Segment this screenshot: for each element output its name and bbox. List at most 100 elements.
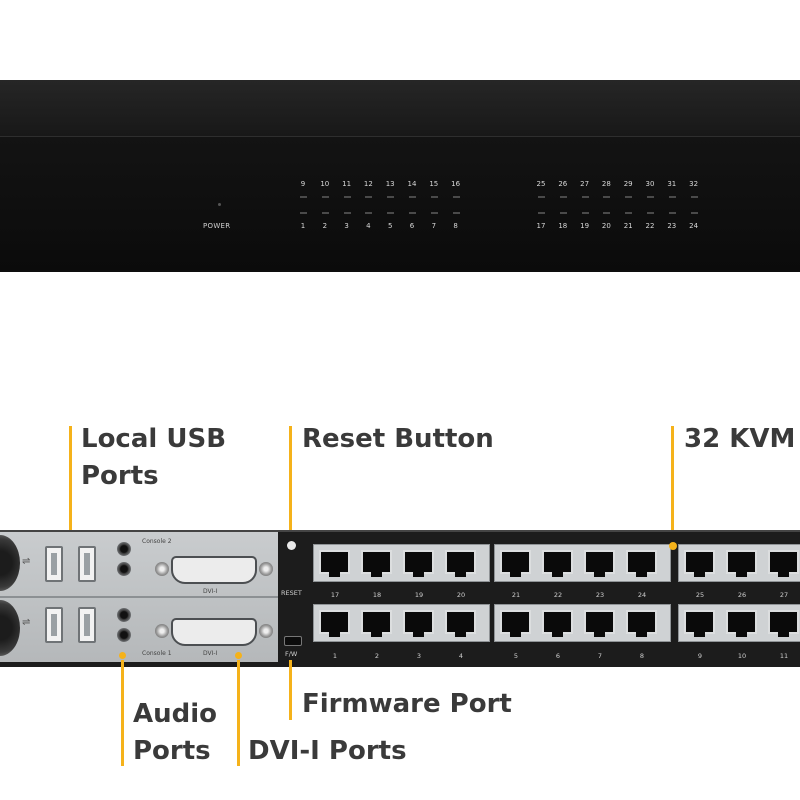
dvi-port[interactable] xyxy=(171,556,257,584)
dvi-screw xyxy=(259,624,273,638)
rj45-tab xyxy=(778,572,789,577)
audio-jack[interactable] xyxy=(117,562,131,576)
usb-port[interactable] xyxy=(45,607,63,643)
rj45-port[interactable] xyxy=(584,550,615,577)
rj45-port[interactable] xyxy=(684,610,715,637)
rj45-port[interactable] xyxy=(319,610,350,637)
usb-port[interactable] xyxy=(78,546,96,582)
rj45-port[interactable] xyxy=(542,550,573,577)
callout-firmware-port: Firmware Port xyxy=(302,689,512,719)
usb-leader-line xyxy=(69,426,72,544)
kvm-marker-dot xyxy=(669,542,677,550)
rj45-port[interactable] xyxy=(768,550,799,577)
rj45-port[interactable] xyxy=(542,610,573,637)
rj45-tab xyxy=(413,572,424,577)
rj45-port[interactable] xyxy=(500,610,531,637)
channel-number: 18 xyxy=(558,222,568,230)
channel-led xyxy=(603,212,611,214)
channel-number: 24 xyxy=(689,222,699,230)
channel-led xyxy=(387,212,395,214)
channel-led xyxy=(430,212,438,214)
dvi-screw xyxy=(155,562,169,576)
channel-led xyxy=(343,212,351,214)
port-number: 4 xyxy=(458,652,464,660)
rj45-tab xyxy=(636,572,647,577)
port-number: 25 xyxy=(695,591,705,599)
rj45-port[interactable] xyxy=(626,610,657,637)
rj45-port[interactable] xyxy=(403,610,434,637)
firmware-port[interactable] xyxy=(284,636,302,646)
rj45-port[interactable] xyxy=(445,610,476,637)
port-number: 10 xyxy=(737,652,747,660)
rj45-port[interactable] xyxy=(726,550,757,577)
rj45-tab xyxy=(329,572,340,577)
channel-number: 30 xyxy=(645,180,655,188)
channel-led xyxy=(321,212,329,214)
rj45-port[interactable] xyxy=(361,550,392,577)
rj45-port[interactable] xyxy=(684,550,715,577)
reset-label: RESET xyxy=(281,589,302,597)
callout-local-usb-line2: Ports xyxy=(81,461,159,491)
fan-vent-icon xyxy=(0,600,20,656)
channel-number: 27 xyxy=(580,180,590,188)
port-number: 27 xyxy=(779,591,789,599)
channel-number: 25 xyxy=(536,180,546,188)
rj45-tab xyxy=(413,632,424,637)
dvi-port[interactable] xyxy=(171,618,257,646)
channel-led xyxy=(321,196,329,198)
reset-leader-line xyxy=(289,426,292,544)
port-number: 17 xyxy=(330,591,340,599)
rj45-tab xyxy=(552,572,563,577)
dvi-label-top: DVI-I xyxy=(203,588,218,595)
audio-jack[interactable] xyxy=(117,542,131,556)
port-number: 22 xyxy=(553,591,563,599)
channel-led xyxy=(452,212,460,214)
channel-number: 8 xyxy=(453,222,458,230)
front-panel-top-edge xyxy=(0,80,800,137)
rj45-tab xyxy=(636,632,647,637)
port-number: 11 xyxy=(779,652,789,660)
dvi-marker-dot xyxy=(235,652,242,659)
rj45-port[interactable] xyxy=(626,550,657,577)
channel-led xyxy=(387,196,395,198)
rj45-port[interactable] xyxy=(445,550,476,577)
channel-number: 23 xyxy=(667,222,677,230)
channel-number: 15 xyxy=(429,180,439,188)
kvm-leader-line xyxy=(671,426,674,544)
channel-led xyxy=(365,212,373,214)
rj45-port[interactable] xyxy=(361,610,392,637)
usb-port[interactable] xyxy=(78,607,96,643)
port-number: 9 xyxy=(697,652,703,660)
channel-number: 4 xyxy=(366,222,371,230)
rj45-port[interactable] xyxy=(319,550,350,577)
channel-led xyxy=(559,196,567,198)
reset-button[interactable] xyxy=(287,541,296,550)
rj45-port[interactable] xyxy=(726,610,757,637)
front-panel-face xyxy=(0,137,800,270)
dvi-screw xyxy=(259,562,273,576)
channel-led xyxy=(603,196,611,198)
usb-port[interactable] xyxy=(45,546,63,582)
channel-number: 17 xyxy=(536,222,546,230)
rj45-port[interactable] xyxy=(403,550,434,577)
dvi-screw xyxy=(155,624,169,638)
audio-jack[interactable] xyxy=(117,628,131,642)
power-label: POWER xyxy=(203,222,231,230)
channel-led xyxy=(625,212,633,214)
rj45-tab xyxy=(694,572,705,577)
callout-local-usb-line1: Local USB xyxy=(81,424,227,454)
port-number: 19 xyxy=(414,591,424,599)
callout-dvi-ports: DVI-I Ports xyxy=(248,736,407,766)
rj45-tab xyxy=(371,572,382,577)
port-number: 26 xyxy=(737,591,747,599)
rj45-port[interactable] xyxy=(768,610,799,637)
channel-led xyxy=(300,212,307,214)
channel-led xyxy=(538,212,545,214)
channel-led xyxy=(668,212,676,214)
audio-jack[interactable] xyxy=(117,608,131,622)
channel-led xyxy=(409,196,416,198)
rj45-port[interactable] xyxy=(584,610,615,637)
rj45-tab xyxy=(455,572,466,577)
channel-led xyxy=(452,196,460,198)
rj45-port[interactable] xyxy=(500,550,531,577)
